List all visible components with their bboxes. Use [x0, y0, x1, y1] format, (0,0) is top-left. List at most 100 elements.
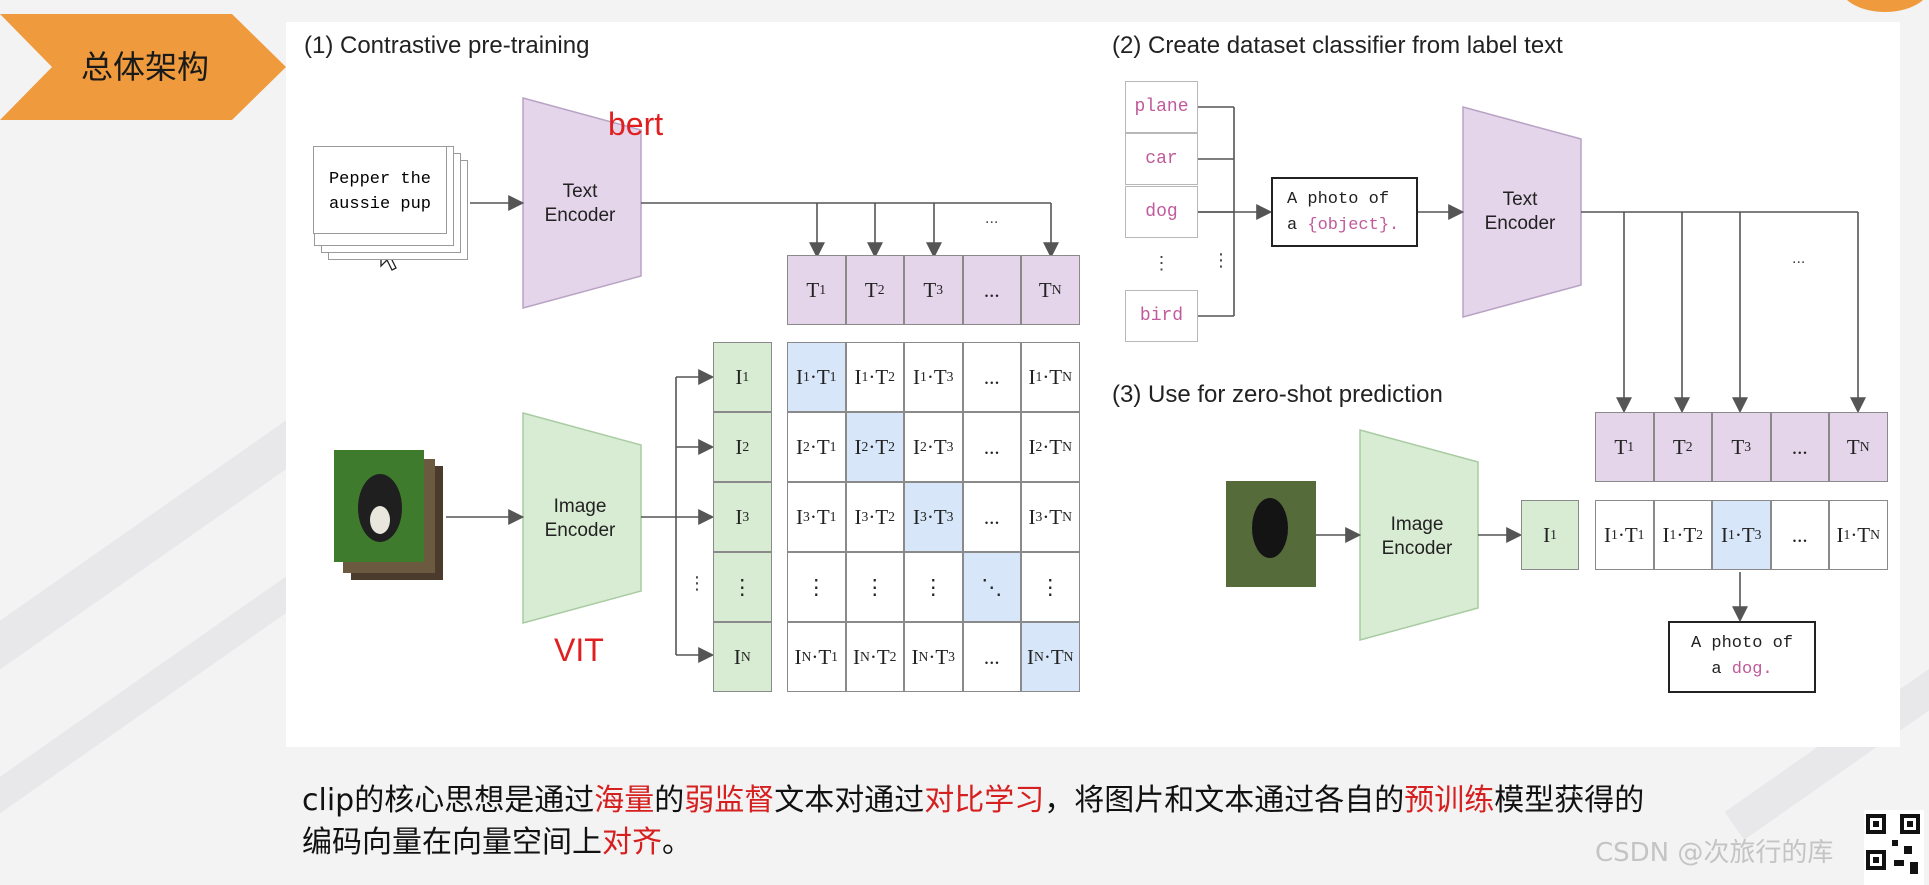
caption-text: 的	[654, 783, 685, 818]
matrix-cell: ...	[962, 342, 1021, 412]
matrix-cell: ...	[962, 412, 1021, 482]
prompt-template-box: A photo of a {object}.	[1271, 177, 1418, 247]
prompt-template-line2: a {object}.	[1287, 216, 1400, 235]
image-encoder-shape	[522, 412, 642, 624]
input-text-line: aussie pup	[328, 195, 432, 214]
image-encoder-label-line: Encoder	[544, 520, 616, 541]
caption-text: 。	[662, 825, 692, 860]
caption-highlight: 海量	[594, 783, 655, 818]
text-encoder-label-line: Encoder	[544, 205, 616, 226]
text-encoder-shape	[522, 97, 642, 309]
text-embedding-cell: ...	[962, 255, 1021, 325]
image-encoder-3-shape	[1359, 429, 1479, 641]
matrix-cell: ...	[962, 622, 1021, 692]
matrix-cell: ⋮	[1021, 552, 1080, 622]
panel1-heading: (1) Contrastive pre-training	[304, 32, 590, 59]
caption-text: 模型获得的	[1494, 783, 1645, 818]
class-label-item: car	[1125, 133, 1198, 185]
panel3-heading: (3) Use for zero-shot prediction	[1112, 381, 1443, 408]
caption-line-1: clip的核心思想是通过海量的弱监督文本对通过对比学习，将图片和文本通过各自的预…	[302, 780, 1842, 822]
input-text-card: Pepper the aussie pup	[313, 146, 447, 234]
prompt-template-line: A photo of	[1287, 190, 1390, 209]
panel2-heading: (2) Create dataset classifier from label…	[1112, 32, 1563, 59]
text-encoder-2-label-line: Text	[1502, 189, 1538, 210]
caption-highlight: 预训练	[1404, 783, 1495, 818]
class-label-item: ⋮	[1152, 255, 1171, 275]
class-label-item: plane	[1125, 81, 1198, 133]
prediction-box: A photo of a dog.	[1668, 621, 1816, 693]
qr-code-icon	[1864, 810, 1924, 885]
input-text-line: Pepper the	[328, 170, 432, 189]
image-encoder-label: Image Encoder	[530, 495, 630, 543]
caption-text: ，将图片和文本通过各自的	[1044, 783, 1405, 818]
bracket-dots: ⋮	[1212, 250, 1230, 270]
matrix-cell: ⋮	[787, 552, 846, 622]
caption-line-2: 编码向量在向量空间上对齐。	[302, 822, 1842, 864]
text-encoder-2-label: Text Encoder	[1470, 188, 1570, 236]
row-ellipsis: ⋮	[688, 573, 706, 593]
prediction-line2: a dog.	[1711, 660, 1773, 679]
note-vit: VIT	[554, 632, 604, 668]
caption-text: 文本对通过	[774, 783, 925, 818]
prediction-line: A photo of	[1690, 634, 1794, 653]
text-encoder-2-label-line: Encoder	[1484, 213, 1556, 234]
slide-caption: clip的核心思想是通过海量的弱监督文本对通过对比学习，将图片和文本通过各自的预…	[302, 780, 1842, 864]
caption-highlight: 对齐	[602, 825, 662, 860]
image-encoder-label-line: Image	[553, 496, 607, 517]
image-embedding-cell: ⋮	[713, 552, 772, 622]
text-encoder-2-shape	[1462, 106, 1582, 318]
image-encoder-3-label-line: Encoder	[1381, 538, 1453, 559]
ellipsis-label: ...	[985, 210, 999, 227]
class-label-item: dog	[1125, 186, 1198, 238]
caption-highlight: 弱监督	[684, 783, 775, 818]
matrix-cell: ...	[962, 482, 1021, 552]
text-encoder-label-line: Text	[562, 181, 598, 202]
image-encoder-3-label-line: Image	[1390, 514, 1444, 535]
text-embedding-cell: ...	[1770, 412, 1829, 482]
caption-text: clip的核心思想是通过	[302, 783, 595, 818]
ellipsis-label-2: ...	[1792, 250, 1806, 267]
csdn-watermark: CSDN @次旅行的库	[1595, 838, 1834, 868]
matrix-cell: ⋮	[845, 552, 904, 622]
class-label-item: bird	[1125, 290, 1198, 342]
matrix-cell-positive-pair: ⋱	[962, 552, 1021, 622]
note-bert: bert	[608, 106, 664, 142]
section-tag-label: 总体架构	[80, 48, 209, 86]
caption-text: 编码向量在向量空间上	[302, 825, 602, 860]
text-encoder-label: Text Encoder	[530, 180, 630, 228]
matrix-cell: ⋮	[904, 552, 963, 622]
